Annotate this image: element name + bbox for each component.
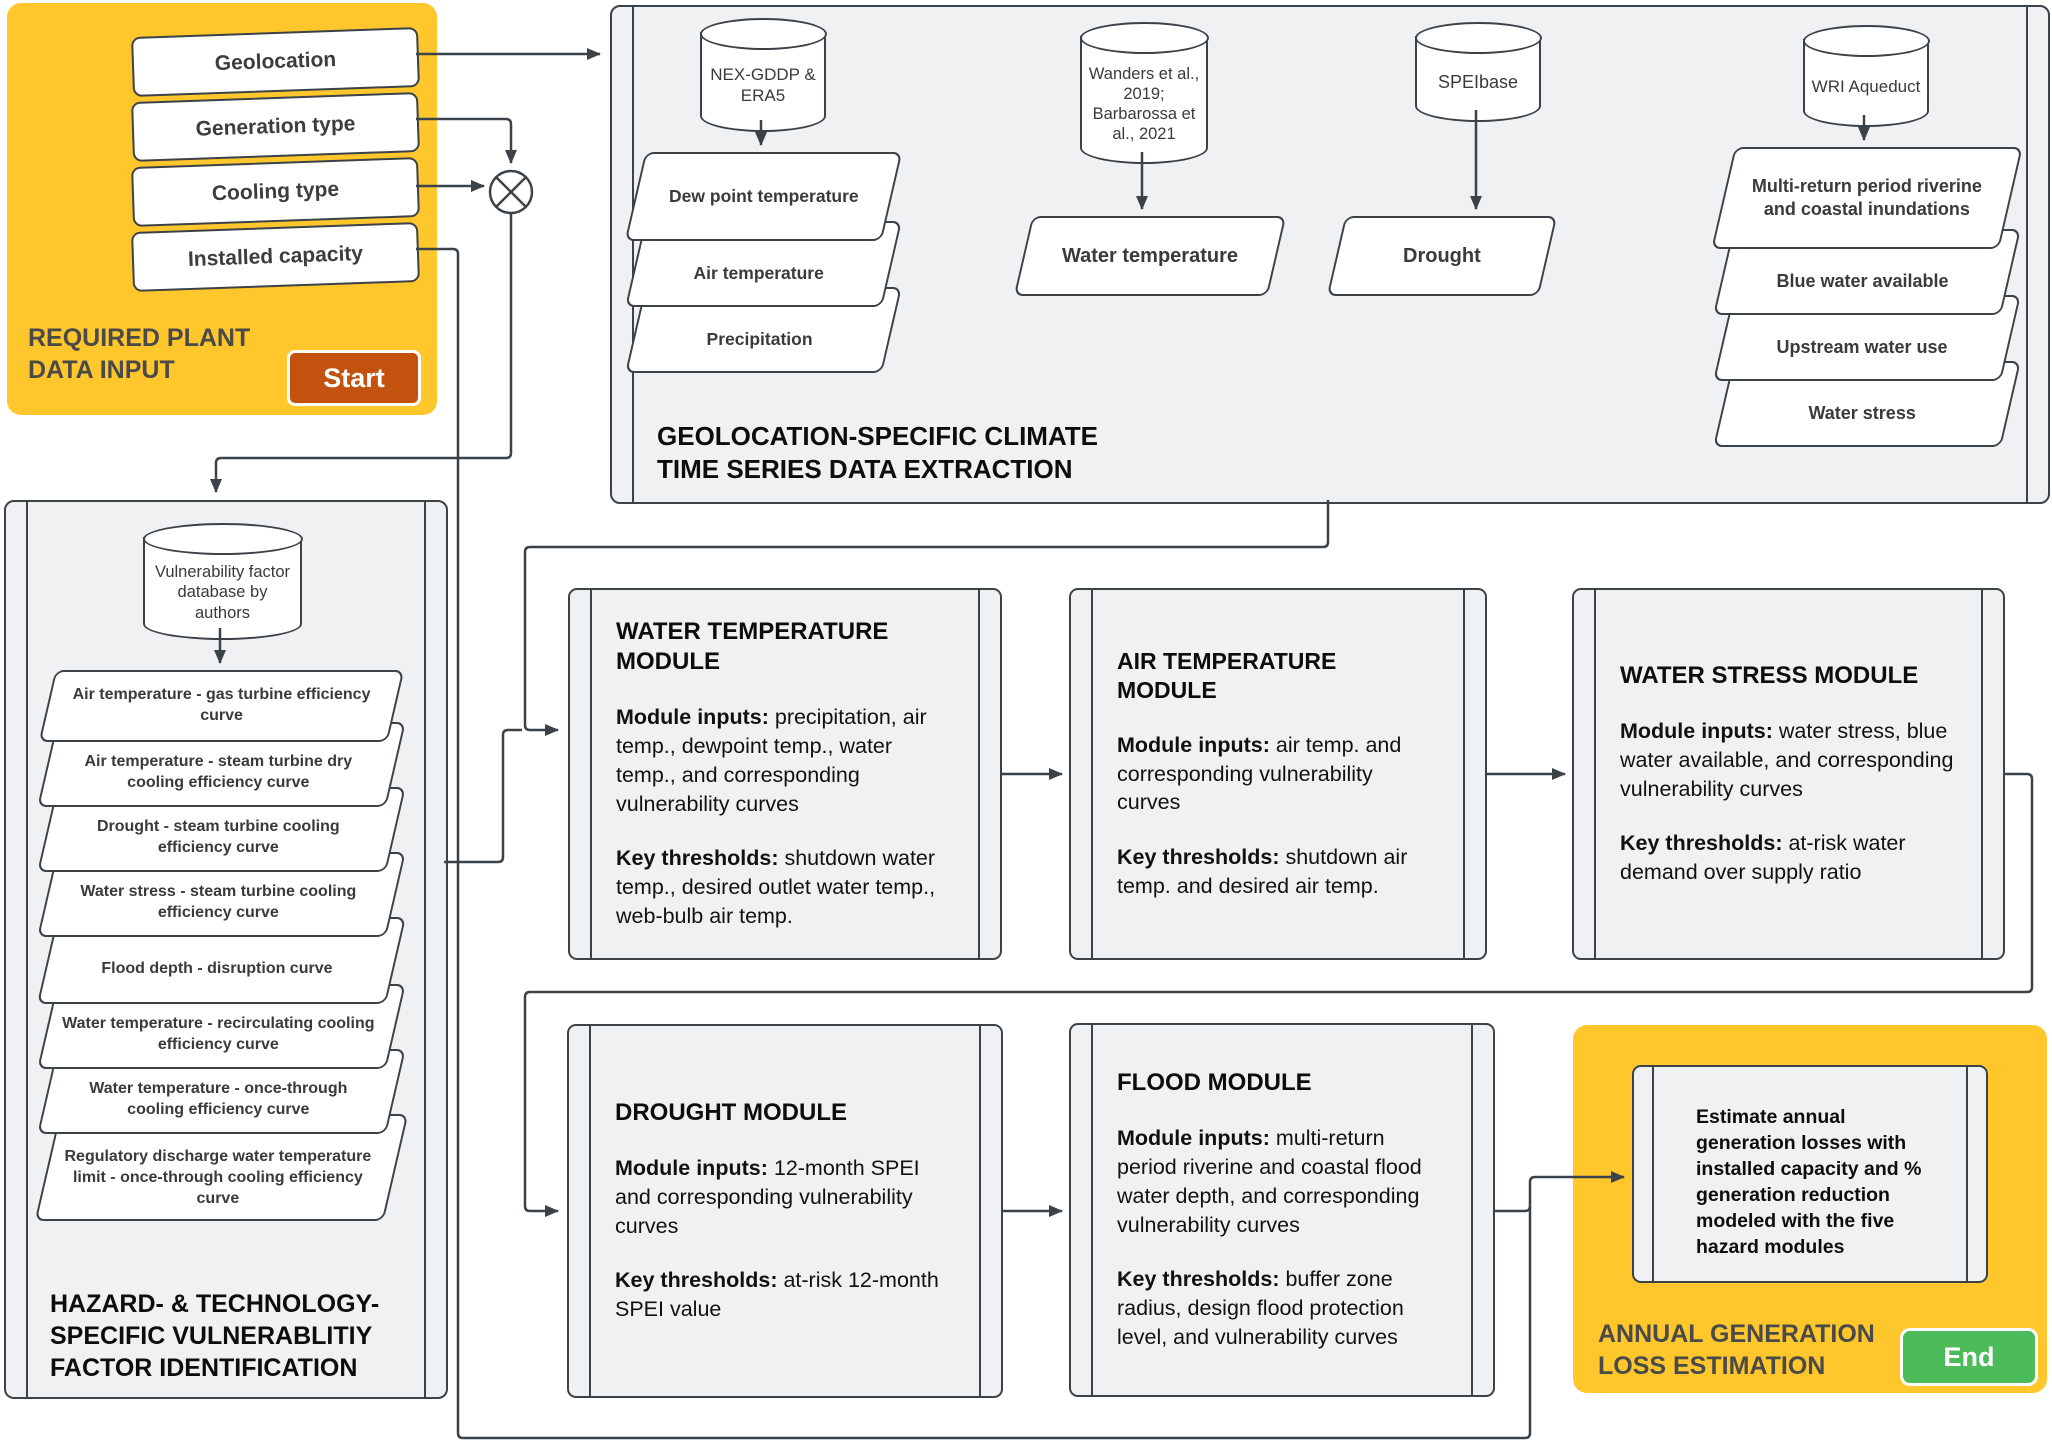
module-inputs-label: Module inputs:	[616, 705, 769, 730]
database-label: NEX-GDDP & ERA5	[710, 65, 816, 105]
input-card-generation-type: Generation type	[131, 92, 420, 162]
end-button[interactable]: End	[1900, 1328, 2038, 1386]
water-stress-module: WATER STRESS MODULE Module inputs: water…	[1572, 588, 2005, 960]
input-card-label: Installed capacity	[187, 241, 364, 272]
module-inputs-label: Module inputs:	[615, 1156, 768, 1180]
module-thresholds-label: Key thresholds:	[1620, 831, 1783, 856]
estimate-losses-process: Estimate annual generation losses with i…	[1632, 1065, 1988, 1283]
water-temperature-module: WATER TEMPERATURE MODULE Module inputs: …	[568, 588, 1002, 960]
vulnerability-caption: HAZARD- & TECHNOLOGY- SPECIFIC VULNERABL…	[50, 1290, 380, 1382]
module-inputs-label: Module inputs:	[1117, 1126, 1270, 1151]
wire-flood-to-loss	[1495, 1205, 1532, 1213]
output-dew-point-temperature: Dew point temperature	[624, 152, 903, 241]
database-wanders-barbarossa: Wanders et al., 2019; Barbarossa et al.,…	[1079, 22, 1209, 164]
output-water-temperature: Water temperature	[1013, 216, 1287, 296]
input-card-label: Geolocation	[214, 47, 337, 76]
module-inputs-label: Module inputs:	[1620, 719, 1773, 743]
database-wri-aqueduct: WRI Aqueduct	[1802, 25, 1930, 127]
climate-extraction-caption: GEOLOCATION-SPECIFIC CLIMATE TIME SERIES…	[657, 421, 1099, 485]
input-card-label: Cooling type	[211, 177, 340, 206]
database-label: SPEIbase	[1437, 72, 1519, 93]
wire-vulnerability-to-water-temp-module	[444, 728, 522, 864]
module-thresholds-label: Key thresholds:	[616, 846, 779, 871]
merge-junction-icon	[488, 169, 534, 215]
start-button[interactable]: Start	[287, 350, 421, 406]
output-drought: Drought	[1326, 216, 1558, 296]
curve-card: Air temperature - gas turbine efficiency…	[38, 670, 405, 742]
input-card-geolocation: Geolocation	[131, 27, 420, 97]
database-speibase: SPEIbase	[1414, 22, 1542, 122]
required-plant-data-input-caption: REQUIRED PLANT DATA INPUT	[28, 324, 251, 384]
loss-estimation-caption: ANNUAL GENERATION LOSS ESTIMATION	[1598, 1320, 1875, 1380]
database-label: WRI Aqueduct	[1811, 76, 1921, 96]
air-temperature-module: AIR TEMPERATURE MODULE Module inputs: ai…	[1069, 588, 1487, 960]
flood-module: FLOOD MODULE Module inputs: multi-return…	[1069, 1023, 1495, 1397]
database-label: Vulnerability factor database by authors	[154, 563, 291, 622]
estimate-losses-text: Estimate annual generation losses with i…	[1696, 1106, 1922, 1258]
module-thresholds-label: Key thresholds:	[1117, 1267, 1280, 1292]
database-vulnerability-factors: Vulnerability factor database by authors	[142, 523, 303, 640]
module-inputs-label: Module inputs:	[1117, 732, 1270, 757]
input-card-cooling-type: Cooling type	[131, 157, 420, 227]
database-nex-gddp-era5: NEX-GDDP & ERA5	[699, 18, 827, 132]
module-thresholds-label: Key thresholds:	[615, 1268, 778, 1293]
module-thresholds-label: Key thresholds:	[1117, 845, 1280, 870]
output-multi-return-inundations: Multi-return period riverine and coastal…	[1711, 147, 2023, 249]
database-label: Wanders et al., 2019; Barbarossa et al.,…	[1088, 64, 1200, 144]
drought-module: DROUGHT MODULE Module inputs: 12-month S…	[567, 1024, 1003, 1398]
input-card-label: Generation type	[195, 112, 356, 141]
input-card-installed-capacity: Installed capacity	[131, 222, 420, 292]
